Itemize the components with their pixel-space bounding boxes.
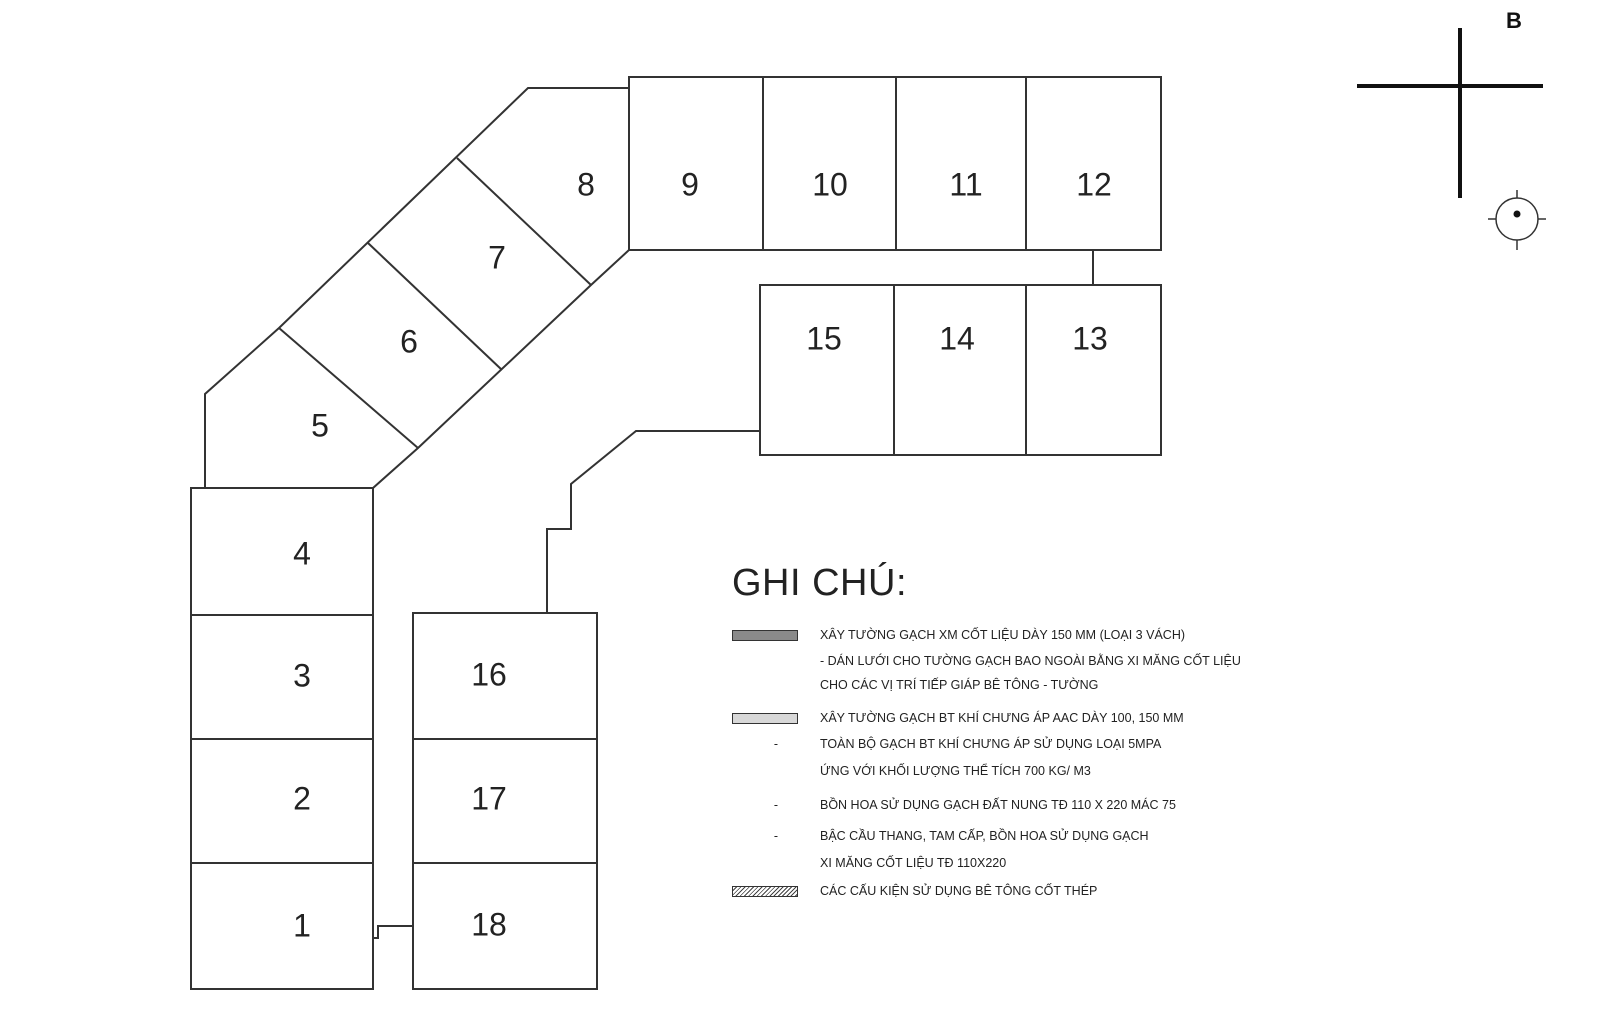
divider-7-8 (456, 157, 592, 286)
legend-title: GHI CHÚ: (732, 562, 907, 604)
legend-item-text: CHO CÁC VỊ TRÍ TIẾP GIÁP BÊ TÔNG - TƯỜNG (820, 678, 1099, 692)
legend-item-text: ỨNG VỚI KHỐI LƯỢNG THỂ TÍCH 700 KG/ M3 (820, 764, 1091, 778)
unit-label-6: 6 (400, 323, 418, 359)
legend-item-text: BẬC CẦU THANG, TAM CẤP, BỒN HOA SỬ DỤNG … (820, 829, 1149, 843)
legend-item: CHO CÁC VỊ TRÍ TIẾP GIÁP BÊ TÔNG - TƯỜNG (732, 678, 1098, 693)
compass: B (1357, 8, 1546, 250)
unit-label-16: 16 (471, 656, 507, 692)
unit-label-2: 2 (293, 780, 311, 816)
unit-label-4: 4 (293, 535, 311, 571)
unit-label-14: 14 (939, 320, 975, 356)
unit-label-17: 17 (471, 780, 507, 816)
legend-item: ỨNG VỚI KHỐI LƯỢNG THỂ TÍCH 700 KG/ M3 (732, 764, 1091, 779)
legend-item-text: CÁC CẤU KIỆN SỬ DỤNG BÊ TÔNG CỐT THÉP (820, 884, 1098, 898)
unit-label-18: 18 (471, 906, 507, 942)
legend-item-text: XI MĂNG CỐT LIỆU TĐ 110X220 (820, 856, 1007, 870)
legend-item-text: TOÀN BỘ GẠCH BT KHÍ CHƯNG ÁP SỬ DỤNG LOẠ… (820, 737, 1162, 751)
legend-item: - BỒN HOA SỬ DỤNG GẠCH ĐẤT NUNG TĐ 110 X… (732, 798, 1176, 813)
legend-swatch-light (732, 711, 820, 726)
unit-label-5: 5 (311, 407, 329, 443)
unit-label-8: 8 (577, 166, 595, 202)
legend-item: CÁC CẤU KIỆN SỬ DỤNG BÊ TÔNG CỐT THÉP (732, 884, 1097, 899)
unit-label-12: 12 (1076, 166, 1112, 202)
legend-item: XI MĂNG CỐT LIỆU TĐ 110X220 (732, 856, 1006, 871)
legend-swatch-dark (732, 628, 820, 643)
unit-label-3: 3 (293, 657, 311, 693)
legend-item-text: BỒN HOA SỬ DỤNG GẠCH ĐẤT NUNG TĐ 110 X 2… (820, 798, 1176, 812)
legend-bullet: - (773, 829, 779, 843)
legend-item-text: XÂY TƯỜNG GẠCH XM CỐT LIỆU DÀY 150 MM (L… (820, 628, 1186, 642)
divider-6-7 (367, 242, 503, 371)
compass-north-label: B (1506, 8, 1522, 33)
unit-label-9: 9 (681, 166, 699, 202)
legend-item: - TOÀN BỘ GẠCH BT KHÍ CHƯNG ÁP SỬ DỤNG L… (732, 737, 1161, 752)
legend-bullet: - (773, 737, 779, 751)
unit-labels: 1 2 3 4 5 6 7 8 9 10 11 12 13 14 15 16 1… (293, 166, 1112, 943)
corridor-outline (546, 430, 760, 613)
legend-item: XÂY TƯỜNG GẠCH XM CỐT LIỆU DÀY 150 MM (L… (732, 628, 1185, 643)
unit-label-15: 15 (806, 320, 842, 356)
divider-5-6 (278, 327, 419, 449)
legend-item-text: XÂY TƯỜNG GẠCH BT KHÍ CHƯNG ÁP AAC DÀY 1… (820, 711, 1184, 725)
diagonal-wing-outer (204, 87, 629, 488)
compass-target-icon (1488, 190, 1546, 250)
legend-item-text: - DÁN LƯỚI CHO TƯỜNG GẠCH BAO NGOÀI BẰNG… (820, 654, 1241, 668)
unit-label-10: 10 (812, 166, 848, 202)
legend-bullet: - (773, 798, 779, 812)
unit-label-11: 11 (949, 166, 982, 202)
legend-item: - DÁN LƯỚI CHO TƯỜNG GẠCH BAO NGOÀI BẰNG… (732, 654, 1241, 669)
unit-label-1: 1 (293, 907, 311, 943)
legend-swatch-hatch (732, 884, 820, 899)
plan-outline (190, 76, 1162, 990)
unit-label-7: 7 (488, 239, 506, 275)
diagonal-wing-inner (372, 249, 630, 489)
middle-row-outline (759, 284, 1162, 456)
right-lower-block-outline (412, 612, 598, 990)
connector-1-18 (373, 925, 413, 939)
legend-item: XÂY TƯỜNG GẠCH BT KHÍ CHƯNG ÁP AAC DÀY 1… (732, 711, 1184, 726)
unit-label-13: 13 (1072, 320, 1108, 356)
legend-item: - BẬC CẦU THANG, TAM CẤP, BỒN HOA SỬ DỤN… (732, 829, 1149, 844)
